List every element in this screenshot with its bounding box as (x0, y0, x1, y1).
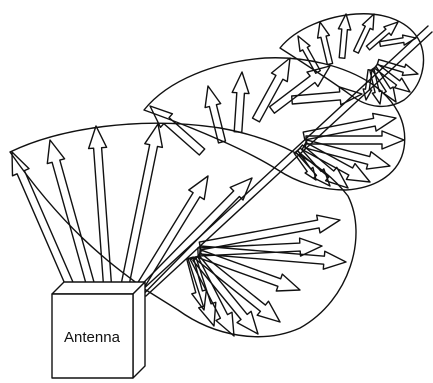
arrow-lobe3-1 (298, 36, 320, 73)
arrow-lobe2-5 (270, 66, 330, 113)
arrow-lobe2-3 (232, 72, 249, 132)
arrow-lobe2-3-shape (232, 72, 249, 132)
arrow-lobe1-up-2-shape (47, 140, 96, 291)
arrow-lobe2-8 (306, 131, 404, 149)
propagation-axis (140, 26, 432, 296)
arrow-lobe2-5-shape (270, 66, 330, 113)
arrow-lobe1-fan-3 (199, 250, 300, 291)
antenna-box: Antenna (52, 282, 145, 378)
arrow-lobe1-up-5-shape (135, 176, 208, 292)
arrow-lobe1-fan-3-shape (199, 250, 300, 291)
arrow-lobe3-3 (338, 14, 350, 58)
antenna-box-top (52, 282, 145, 294)
arrow-lobe2-8-shape (306, 131, 404, 149)
arrow-lobe1-up-3 (89, 126, 112, 292)
arrow-lobe1-up-4-shape (120, 124, 162, 291)
arrow-lobe2-4-shape (253, 58, 291, 122)
arrow-lobe1-up-2 (47, 140, 96, 291)
arrow-lobe3-2-shape (318, 22, 333, 65)
antenna-box-side (133, 282, 145, 378)
antenna-label: Antenna (64, 329, 121, 346)
arrow-lobe3-2 (318, 22, 333, 65)
arrow-lobe3-3-shape (338, 14, 350, 58)
arrow-lobe1-fan-9 (198, 238, 322, 256)
arrow-lobe1-up-3-shape (89, 126, 112, 292)
arrow-lobe3-4-shape (354, 14, 374, 53)
arrow-lobe3-1-shape (298, 36, 320, 73)
arrow-lobe3-4 (354, 14, 374, 53)
arrow-lobe1-up-4 (120, 124, 162, 291)
arrow-lobe1-up-5 (135, 176, 208, 292)
arrow-lobe2-4 (253, 58, 291, 122)
arrow-lobe1-fan-9-shape (198, 238, 322, 256)
